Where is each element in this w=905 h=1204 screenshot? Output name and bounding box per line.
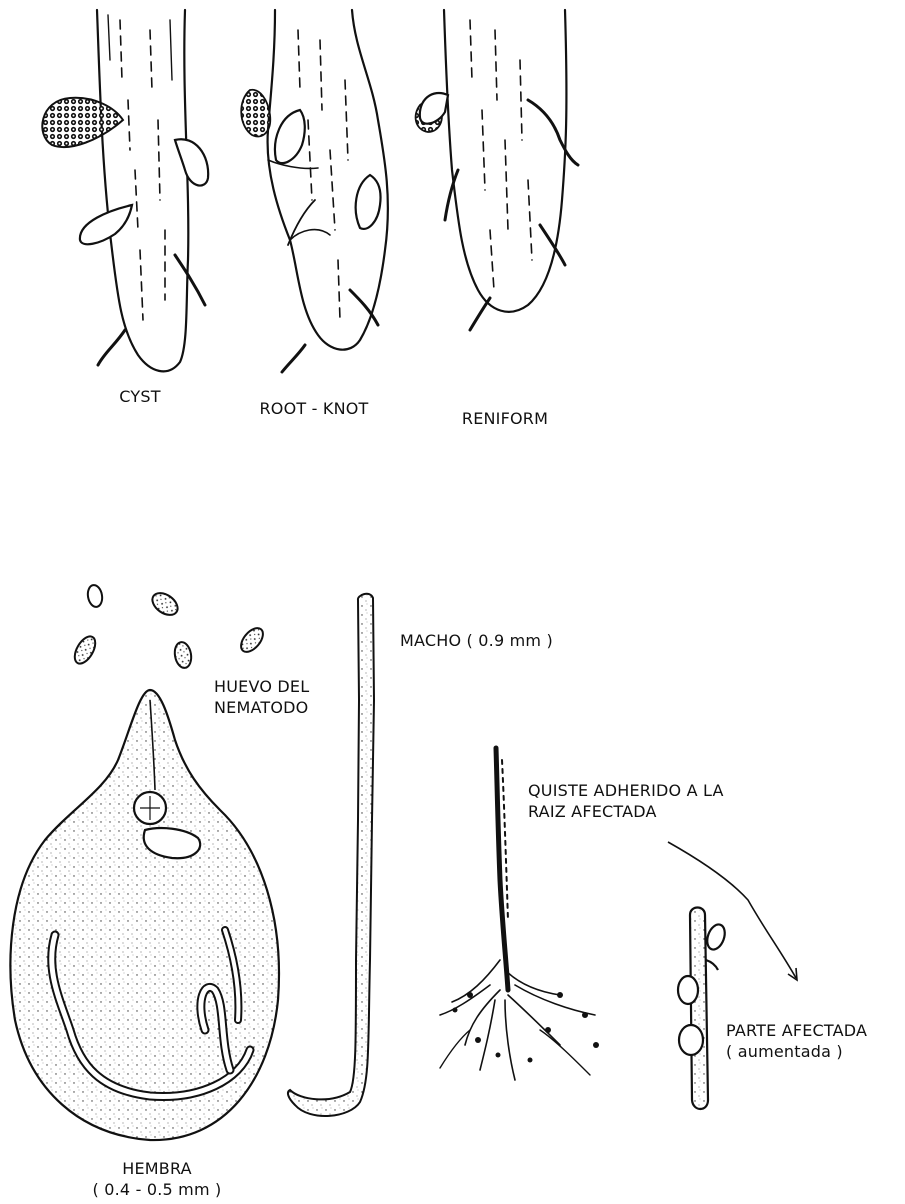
cyst-label: CYST <box>105 386 175 407</box>
egg-label: HUEVO DEL NEMATODO <box>214 676 354 718</box>
cyst-on-root-label: QUISTE ADHERIDO A LA RAIZ AFECTADA <box>528 780 778 822</box>
root-knot-label: ROOT - KNOT <box>248 398 380 419</box>
male-label: MACHO ( 0.9 mm ) <box>400 630 620 651</box>
female-label: HEMBRA ( 0.4 - 0.5 mm ) <box>72 1158 242 1200</box>
affected-part-label: PARTE AFECTADA ( aumentada ) <box>726 1020 901 1062</box>
nematode-eggs-drawing <box>71 584 268 669</box>
reniform-label: RENIFORM <box>450 408 560 429</box>
male-nematode-drawing <box>288 594 374 1116</box>
root-knot-root-drawing <box>241 10 388 372</box>
cyst-root-drawing <box>42 10 208 371</box>
female-nematode-drawing <box>10 690 279 1140</box>
enlarged-affected-root-drawing <box>678 908 728 1110</box>
pointer-arrow <box>668 842 797 980</box>
reniform-root-drawing <box>416 10 578 330</box>
